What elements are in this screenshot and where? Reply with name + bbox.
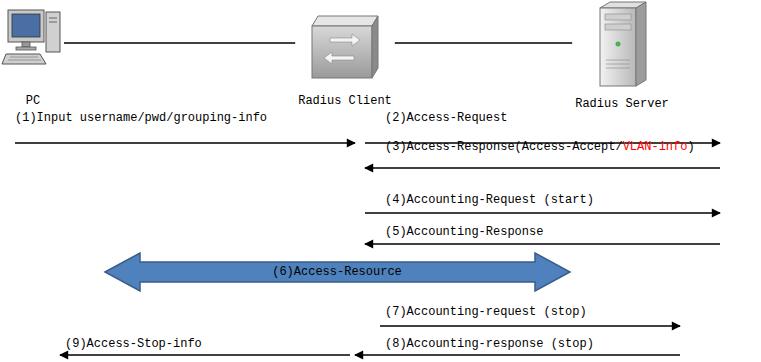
server-icon [600,2,646,86]
message-arrow [365,212,720,213]
message-arrow [380,325,680,326]
message-arrow [355,354,680,355]
message-label: (3)Access-Response(Access-Accept/ [385,140,623,154]
message-label: (6)Access-Resource [272,265,402,279]
highlight-text: VLAN-info [623,140,688,154]
node-label: Radius Server [575,97,669,111]
message-label: (2)Access-Request [385,111,507,125]
device-node: Radius Server [572,2,672,111]
message-arrows [15,143,720,355]
device-node: PC [2,2,64,108]
node-label: PC [26,94,40,108]
link-line [395,42,572,43]
message-arrow [60,354,350,355]
switch-icon [312,16,378,78]
pc-icon [2,10,60,64]
message-label: (7)Accounting-request (stop) [385,305,587,319]
message-arrow [365,167,720,168]
message-label: (8)Accounting-response (stop) [385,337,594,351]
message-label: (9)Access-Stop-info [65,337,202,351]
double-block-arrow [105,253,570,291]
message-label: (5)Accounting-Response [385,225,543,239]
node-label: Radius Client [298,94,392,108]
message-arrow [15,142,355,143]
device-node: Radius Client [295,2,395,108]
link-line [64,42,295,43]
message-arrow [365,243,720,244]
message-label: (4)Accounting-Request (start) [385,193,594,207]
message-label: (1)Input username/pwd/grouping-info [15,111,267,125]
message-label: ) [687,140,694,154]
